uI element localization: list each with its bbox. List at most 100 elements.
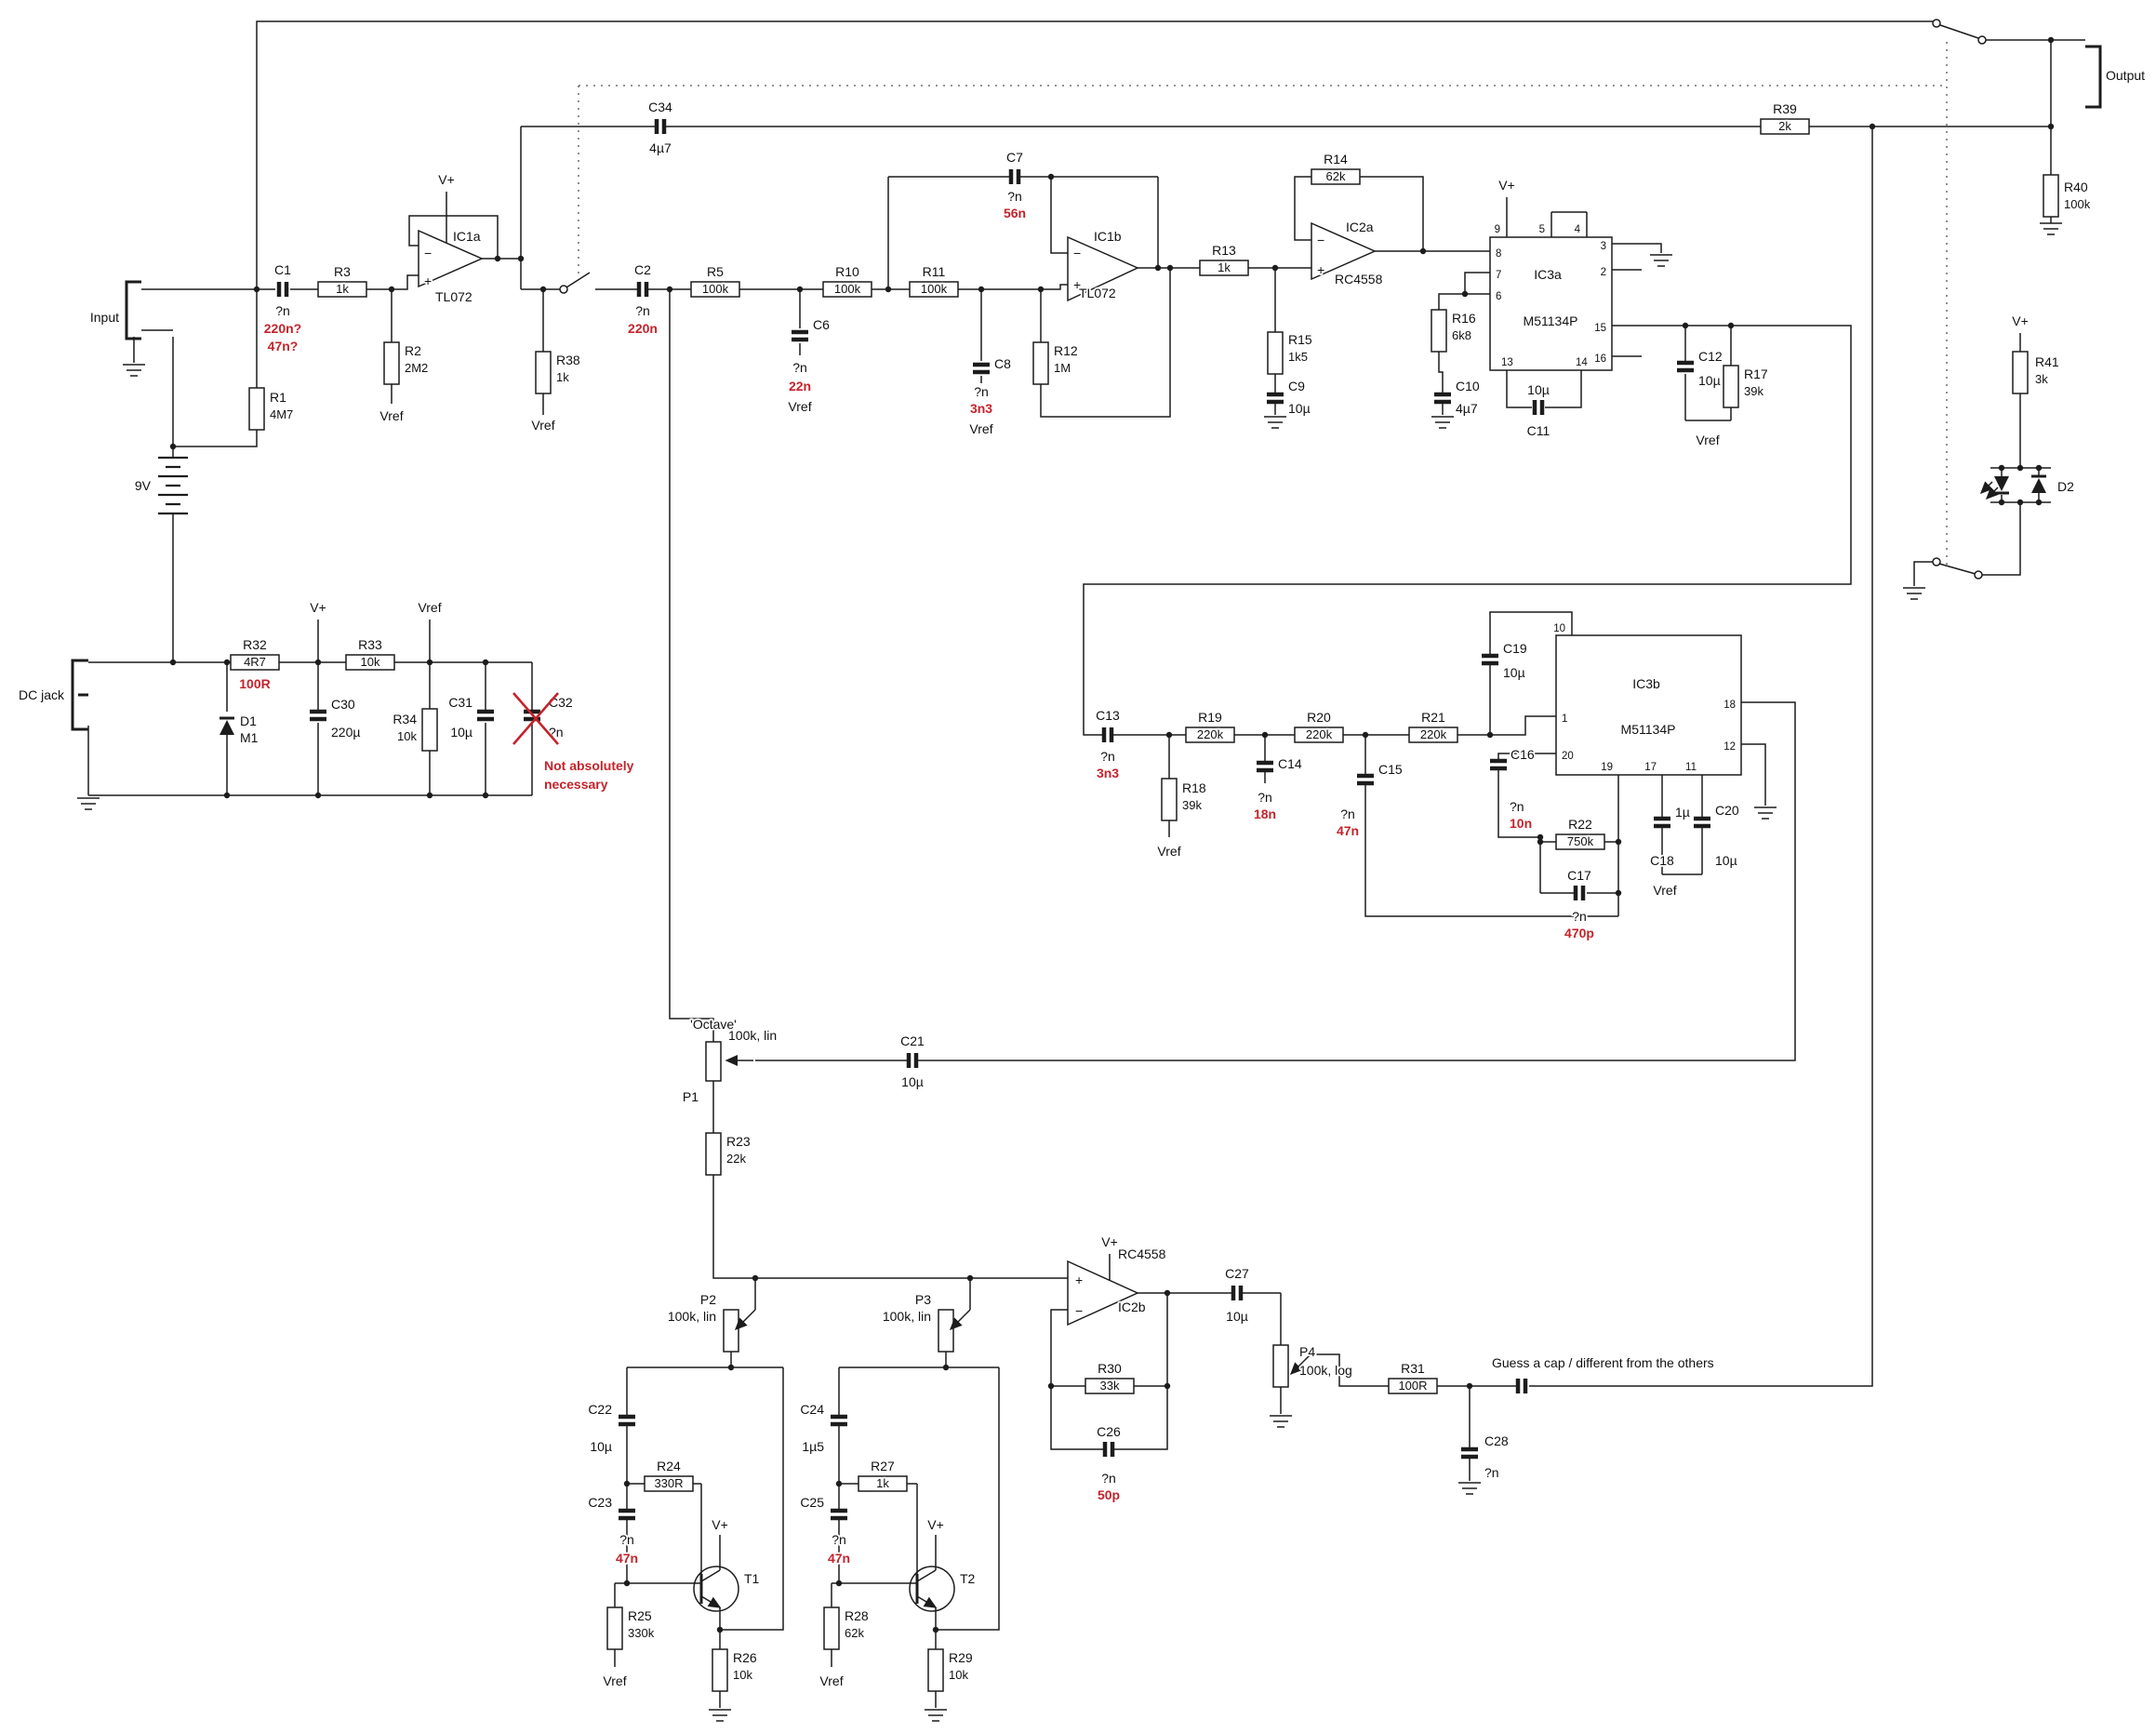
capacitor-c11: 10µ C11 xyxy=(1525,380,1551,440)
r1-ref: R1 xyxy=(270,390,286,405)
vref-label: Vref xyxy=(819,1673,843,1688)
pin-8: 8 xyxy=(1496,248,1501,260)
bypass-switch xyxy=(1932,19,1987,45)
resistor-r5: R5 100k xyxy=(690,262,740,298)
ground-icon xyxy=(1431,416,1455,429)
c28-value: ?n xyxy=(1484,1465,1499,1480)
c14-red-note: 18n xyxy=(1254,807,1276,821)
r11-ref: R11 xyxy=(923,264,946,279)
c19-ref: C19 xyxy=(1503,641,1527,656)
c13-ref: C13 xyxy=(1096,708,1120,723)
c9-value: 10µ xyxy=(1288,401,1311,416)
r10-ref: R10 xyxy=(835,264,859,279)
c1-red-note-1: 220n? xyxy=(264,321,301,336)
led-d2: D2 xyxy=(1979,474,2076,500)
transistor-t2: T2 V+ xyxy=(909,1515,977,1612)
pot-p1-octave: 'Octave' 100k, lin P1 xyxy=(681,1015,779,1106)
c12-ref: C12 xyxy=(1698,349,1723,364)
r41-value: 3k xyxy=(2035,372,2048,386)
r17-ref: R17 xyxy=(1744,367,1768,381)
c15-ref: C15 xyxy=(1378,762,1403,777)
vplus-label: V+ xyxy=(712,1517,728,1532)
battery-9v: 9V xyxy=(133,456,188,515)
c1-ref: C1 xyxy=(274,262,291,277)
capacitor-c6: C6 ?n 22n Vref xyxy=(787,315,832,416)
r3-value: 1k xyxy=(336,282,349,296)
r19-ref: R19 xyxy=(1198,710,1222,725)
pot-p3: P3 100k, lin xyxy=(881,1290,971,1353)
vplus-label: V+ xyxy=(310,600,326,615)
ic2b-ref: IC2b xyxy=(1118,1300,1146,1314)
resistor-r1: R1 4M7 xyxy=(248,387,295,431)
r13-value: 1k xyxy=(1218,260,1231,274)
resistor-r33: R33 10k xyxy=(345,635,395,671)
resistor-r40: R40 100k xyxy=(2043,174,2092,218)
p4-ref: P4 xyxy=(1299,1344,1315,1359)
resistor-r30: R30 33k xyxy=(1085,1359,1135,1394)
r32-ref: R32 xyxy=(243,637,267,652)
c30-value: 220µ xyxy=(331,725,360,740)
c21-ref: C21 xyxy=(900,1033,925,1048)
c22-value: 10µ xyxy=(590,1439,612,1454)
r11-value: 100k xyxy=(921,282,948,296)
capacitor-c28: C28 ?n xyxy=(1461,1432,1511,1482)
r29-ref: R29 xyxy=(949,1650,973,1665)
r20-ref: R20 xyxy=(1307,710,1331,725)
resistor-r31: R31 100R xyxy=(1388,1359,1438,1394)
r32-red-note: 100R xyxy=(239,676,270,691)
c18-value: 1µ xyxy=(1675,805,1690,820)
resistor-r26: R26 10k xyxy=(712,1648,759,1692)
c22-ref: C22 xyxy=(588,1402,612,1417)
resistor-r10: R10 100k xyxy=(822,262,872,298)
capacitor-c7: C7 ?n 56n xyxy=(1002,148,1028,222)
resistor-r11: R11 100k xyxy=(909,262,959,298)
pin-15: 15 xyxy=(1594,323,1606,334)
ic1a-value: TL072 xyxy=(435,289,472,304)
c15-red-note: 47n xyxy=(1337,823,1359,838)
c2-red-note: 220n xyxy=(628,321,658,336)
r33-ref: R33 xyxy=(358,637,382,652)
vplus-label: V+ xyxy=(438,172,455,187)
c1-value: ?n xyxy=(275,303,290,318)
pin-3: 3 xyxy=(1601,241,1606,252)
r34-ref: R34 xyxy=(393,712,417,727)
pot-p2: P2 100k, lin xyxy=(666,1290,756,1353)
c8-red-note: 3n3 xyxy=(970,401,992,416)
r18-ref: R18 xyxy=(1182,780,1206,795)
opamp-ic1b: − + IC1b TL072 xyxy=(1067,227,1139,302)
p1-value: 100k, lin xyxy=(728,1028,777,1043)
input-jack: Input xyxy=(88,280,141,340)
capacitor-c2: C2 ?n 220n xyxy=(626,260,659,338)
p2-value: 100k, lin xyxy=(668,1309,716,1324)
minus-sign: − xyxy=(1317,233,1324,247)
pin-20: 20 xyxy=(1562,751,1574,762)
c25-red-note: 47n xyxy=(828,1551,850,1566)
resistor-r17: R17 39k Vref xyxy=(1695,365,1770,449)
resistor-r41: R41 3k V+ xyxy=(2010,312,2061,394)
pin-4: 4 xyxy=(1575,224,1581,235)
capacitor-c12: C12 10µ xyxy=(1677,347,1724,390)
dc-jack-label: DC jack xyxy=(19,687,65,702)
r39-value: 2k xyxy=(1778,119,1791,133)
c11-ref: C11 xyxy=(1527,423,1550,438)
r5-value: 100k xyxy=(702,282,729,296)
output-label: Output xyxy=(2106,68,2145,83)
resistor-r3: R3 1k xyxy=(317,262,367,298)
wire-input-stage xyxy=(133,127,691,662)
diode-d1: D1 M1 xyxy=(220,712,260,747)
c14-value: ?n xyxy=(1258,790,1272,805)
r1-value: 4M7 xyxy=(270,407,293,421)
c17-ref: C17 xyxy=(1567,868,1591,883)
vplus-label: V+ xyxy=(1498,178,1515,193)
ic-ic3a: IC3a M51134P 9 5 4 8 7 6 3 2 15 16 13 14… xyxy=(1489,176,1613,371)
p4-value: 100k, log xyxy=(1299,1363,1352,1378)
opamp-ic2b: + − RC4558 IC2b V+ xyxy=(1067,1233,1167,1326)
pin-13: 13 xyxy=(1501,357,1513,368)
resistor-r22: R22 750k xyxy=(1555,815,1605,850)
ground-icon xyxy=(76,797,100,810)
p1-title: 'Octave' xyxy=(690,1017,737,1032)
capacitor-c20: C20 10µ xyxy=(1694,801,1741,870)
pot-p4: P4 100k, log xyxy=(1272,1342,1354,1388)
capacitor-c16: C16 ?n 10n xyxy=(1490,745,1537,833)
t1-ref: T1 xyxy=(744,1571,760,1586)
